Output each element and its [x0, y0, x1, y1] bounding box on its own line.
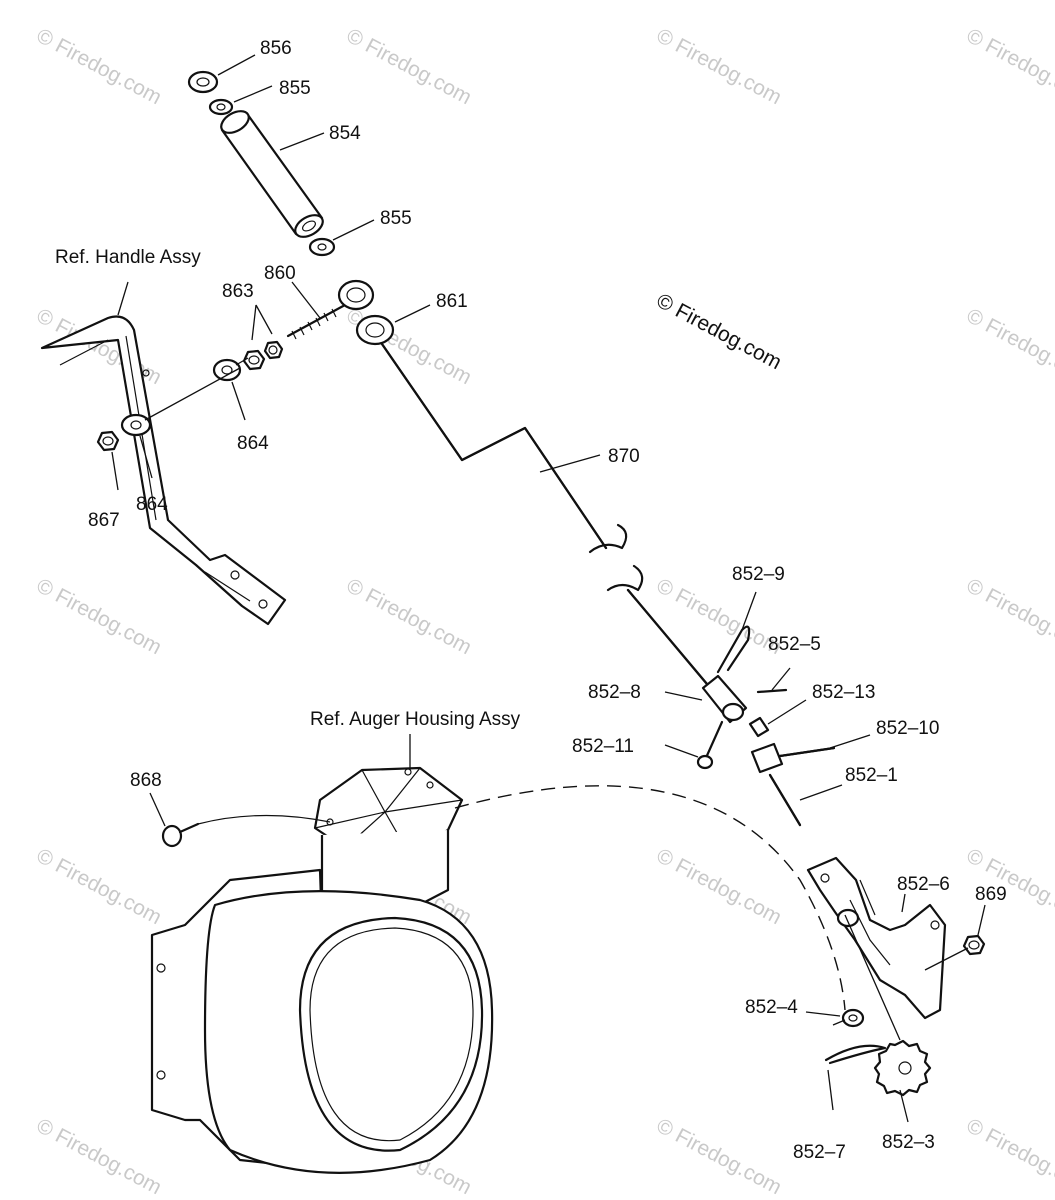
part-864-washer-lower[interactable]	[120, 413, 152, 437]
part-855-washer-bottom[interactable]	[308, 237, 336, 257]
part-852-6-bracket[interactable]	[806, 856, 947, 1020]
part-867-nut[interactable]	[96, 430, 120, 452]
part-852-13-yoke[interactable]	[748, 716, 770, 738]
assembly-line	[832, 914, 969, 1041]
watermark: © Firedog.com	[963, 1114, 1055, 1199]
label-852-7: 852–7	[793, 1142, 846, 1163]
label-870: 870	[608, 446, 640, 467]
part-856-washer[interactable]	[187, 70, 219, 94]
label-852-11: 852–11	[572, 736, 634, 757]
part-855-washer-top[interactable]	[208, 98, 234, 116]
label-852-13: 852–13	[812, 682, 875, 703]
watermark: © Firedog.com	[343, 304, 476, 389]
watermark: © Firedog.com	[653, 844, 786, 929]
label-863: 863	[222, 281, 254, 302]
assembly-path	[454, 785, 846, 1011]
label-852-6: 852–6	[897, 874, 950, 895]
auger-housing	[150, 766, 494, 1174]
watermark: © Firedog.com	[343, 24, 476, 109]
label-852-3: 852–3	[882, 1132, 935, 1153]
label-856: 856	[260, 38, 292, 59]
part-861-bushing[interactable]	[355, 314, 395, 346]
label-869: 869	[975, 884, 1007, 905]
label-852-1: 852–1	[845, 765, 898, 786]
copyright-notice: © Firedog.com	[653, 289, 786, 374]
part-852-7-clip[interactable]	[824, 1044, 887, 1065]
part-labels: 856 855 854 855 Ref. Handle Assy 860 863…	[55, 38, 1007, 1163]
watermark: © Firedog.com	[653, 574, 786, 659]
part-863-nut-washer[interactable]	[242, 340, 284, 371]
label-852-10: 852–10	[876, 718, 939, 739]
label-864-lower: 864	[136, 494, 168, 515]
label-852-9: 852–9	[732, 564, 785, 585]
part-852-8-clevis[interactable]	[701, 674, 748, 724]
label-854: 854	[329, 123, 361, 144]
watermark: © Firedog.com	[33, 1114, 166, 1199]
watermark: © Firedog.com	[653, 24, 786, 109]
part-854-sleeve[interactable]	[218, 107, 327, 242]
assembly-line	[144, 357, 249, 421]
part-870-rod[interactable]	[380, 342, 714, 692]
label-855-top: 855	[279, 78, 311, 99]
watermark: © Firedog.com	[33, 24, 166, 109]
label-861: 861	[436, 291, 468, 312]
part-852-1-rod[interactable]	[750, 742, 802, 827]
part-852-4-washer[interactable]	[841, 1008, 865, 1028]
leader-lines	[111, 54, 986, 1123]
watermark: © Firedog.com	[653, 1114, 786, 1199]
watermark: © Firedog.com	[963, 574, 1055, 659]
label-868: 868	[130, 770, 162, 791]
label-852-5: 852–5	[768, 634, 821, 655]
part-852-11-bolt[interactable]	[696, 720, 724, 770]
ref-handle-assy-label: Ref. Handle Assy	[55, 247, 201, 268]
watermark: © Firedog.com	[963, 304, 1055, 389]
assembly-line	[197, 814, 331, 825]
watermark: © Firedog.com	[33, 574, 166, 659]
part-852-10-pin[interactable]	[778, 746, 836, 758]
label-867: 867	[88, 510, 120, 531]
ref-auger-housing-assy-label: Ref. Auger Housing Assy	[310, 709, 521, 730]
part-852-5-pin[interactable]	[756, 688, 788, 694]
watermark: © Firedog.com	[33, 844, 166, 929]
part-864-washer-upper[interactable]	[212, 358, 242, 382]
label-852-4: 852–4	[745, 997, 798, 1018]
watermark: © Firedog.com	[963, 24, 1055, 109]
part-852-3-gear[interactable]	[873, 1039, 932, 1097]
part-868-bolt[interactable]	[161, 822, 200, 848]
label-864-upper: 864	[237, 433, 269, 454]
part-869-nut[interactable]	[962, 934, 986, 956]
part-860-eyebolt[interactable]	[286, 279, 375, 340]
label-852-8: 852–8	[588, 682, 641, 703]
label-855-bottom: 855	[380, 208, 412, 229]
label-860: 860	[264, 263, 296, 284]
watermark: © Firedog.com	[343, 574, 476, 659]
